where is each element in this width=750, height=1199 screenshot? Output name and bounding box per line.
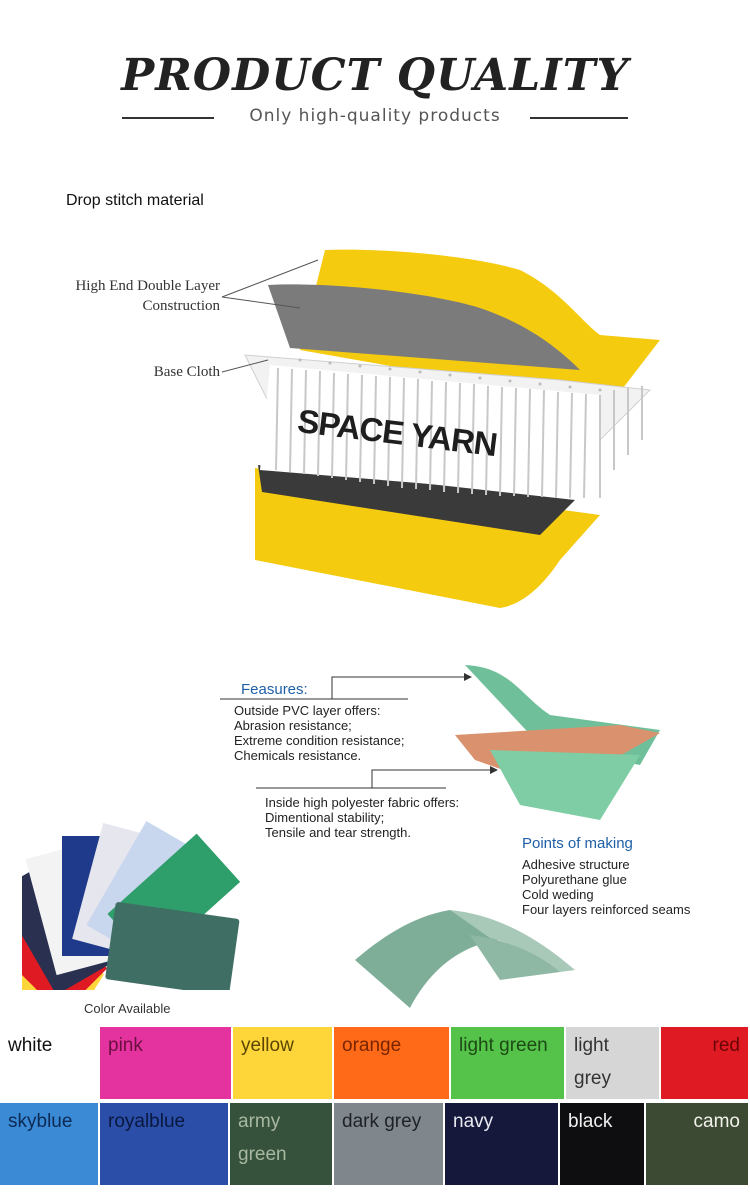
points-line: Adhesive structure xyxy=(522,857,630,872)
swatch-black: black xyxy=(560,1103,644,1185)
points-line: Four layers reinforced seams xyxy=(522,902,691,917)
swatch-yellow: yellow xyxy=(233,1027,332,1099)
points-line: Polyurethane glue xyxy=(522,872,627,887)
callout-base-cloth: Base Cloth xyxy=(153,364,220,380)
swatch-orange: orange xyxy=(334,1027,449,1099)
swatch-light-green: light green xyxy=(451,1027,564,1099)
outside-feature-line: Abrasion resistance; xyxy=(234,718,352,733)
page-title: PRODUCT QUALITY xyxy=(121,50,629,101)
base-cloth-dots xyxy=(298,358,602,392)
pvc-layer-diagram xyxy=(220,665,660,820)
swatch-camo: camo xyxy=(646,1103,748,1185)
points-line: Cold weding xyxy=(522,887,594,902)
outside-features: Outside PVC layer offers: Abrasion resis… xyxy=(234,703,405,763)
color-available-caption: Color Available xyxy=(84,1001,171,1016)
swatch-royalblue: royalblue xyxy=(100,1103,228,1185)
yarn-threads xyxy=(275,367,643,499)
swatch-navy: navy xyxy=(445,1103,558,1185)
swatch-army-green: army green xyxy=(230,1103,332,1185)
swatch-white: white xyxy=(0,1027,98,1099)
outside-feature-line: Outside PVC layer offers: xyxy=(234,703,381,718)
green-pvc-bottom xyxy=(490,750,640,820)
swatch-red: red xyxy=(661,1027,748,1099)
inside-feature-line: Dimentional stability; xyxy=(265,810,385,825)
swatch-pink: pink xyxy=(100,1027,231,1099)
section-label-drop-stitch: Drop stitch material xyxy=(66,192,204,209)
callout-double-layer-line1: High End Double Layer xyxy=(75,278,220,294)
title-divider-right xyxy=(530,117,628,119)
points-title: Points of making xyxy=(522,835,633,852)
inside-features: Inside high polyester fabric offers: Dim… xyxy=(265,795,459,840)
title-divider-left xyxy=(122,117,214,119)
page-subtitle: Only high-quality products xyxy=(249,106,501,126)
top-grey-layer xyxy=(268,284,580,370)
seam-diagram xyxy=(355,910,575,1008)
callout-double-layer-line2: Construction xyxy=(142,298,221,314)
outside-feature-line: Extreme condition resistance; xyxy=(234,733,405,748)
features-title: Feasures: xyxy=(241,681,308,698)
drop-stitch-diagram xyxy=(221,249,660,608)
bottom-dark-layer xyxy=(258,465,575,535)
swatch-skyblue: skyblue xyxy=(0,1103,98,1185)
swatch-dark-grey: dark grey xyxy=(334,1103,443,1185)
swatch-light-grey: light grey xyxy=(566,1027,659,1099)
outside-feature-line: Chemicals resistance. xyxy=(234,748,362,763)
points-list: Adhesive structure Polyurethane glue Col… xyxy=(522,857,690,917)
inside-feature-line: Inside high polyester fabric offers: xyxy=(265,795,460,810)
callout-double-layer: High End Double Layer Construction xyxy=(30,276,220,316)
inside-feature-line: Tensile and tear strength. xyxy=(265,825,411,840)
color-fan-image xyxy=(22,821,241,990)
